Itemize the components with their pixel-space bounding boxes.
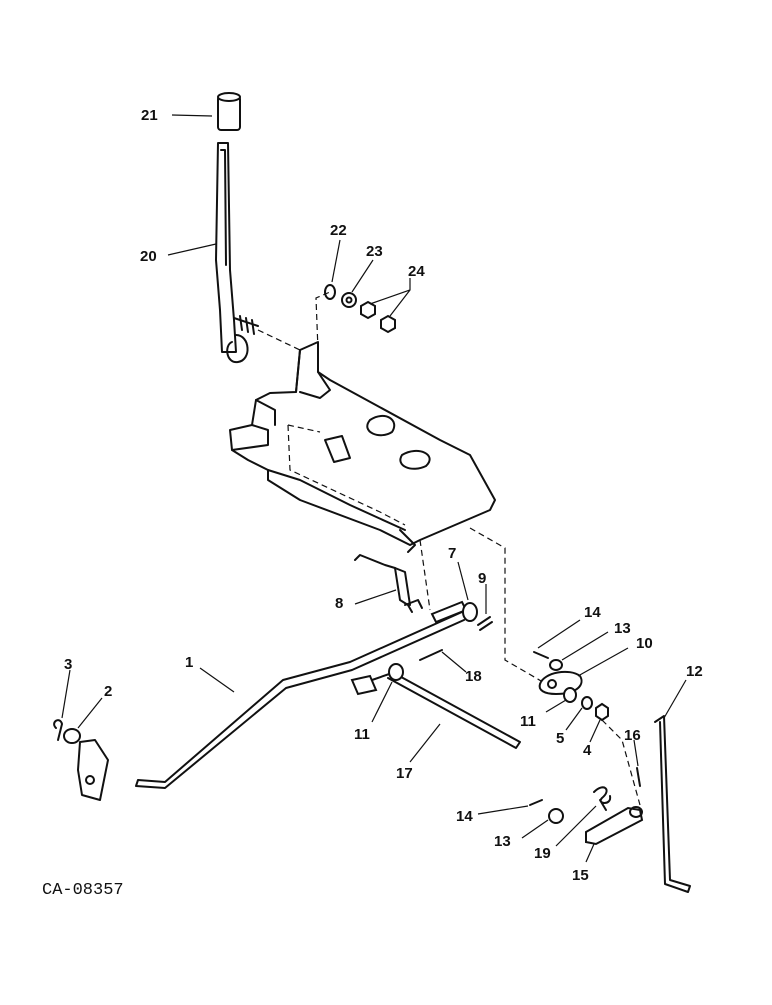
part-22-washer — [324, 284, 336, 300]
part-3-pin — [53, 719, 63, 741]
part-4-nut — [595, 702, 609, 722]
callout-5: 5 — [556, 730, 564, 747]
callout-21: 21 — [141, 107, 158, 124]
callout-9: 9 — [478, 570, 486, 587]
callout-labels: 21 20 22 23 24 7 9 8 14 13 10 12 1 18 3 … — [64, 107, 703, 884]
callout-13-upper: 13 — [614, 620, 631, 637]
part-16-pin — [636, 767, 641, 787]
callout-11-right: 11 — [520, 713, 536, 730]
callout-10: 10 — [636, 635, 653, 652]
part-9-pin — [477, 616, 493, 631]
part-7-washer — [462, 602, 478, 622]
part-11-washer-left — [388, 663, 404, 681]
callout-23: 23 — [366, 243, 383, 260]
callout-4: 4 — [583, 742, 592, 759]
frame-housing — [229, 291, 641, 806]
part-18-pin — [419, 649, 443, 661]
callout-22: 22 — [330, 222, 347, 239]
part-8-bracket — [354, 554, 468, 624]
part-11-washer-right — [563, 687, 577, 703]
callout-8: 8 — [335, 595, 343, 612]
part-5-lockwasher — [581, 696, 593, 710]
callout-24: 24 — [408, 263, 425, 280]
part-15-arm — [585, 806, 644, 846]
callout-7: 7 — [448, 545, 456, 562]
callout-14-upper: 14 — [584, 604, 601, 621]
callout-16: 16 — [624, 727, 641, 744]
callout-1: 1 — [185, 654, 193, 671]
callout-20: 20 — [140, 248, 157, 265]
callout-2: 2 — [104, 683, 112, 700]
part-14-pin-lower — [529, 799, 543, 806]
callout-11-left: 11 — [354, 726, 370, 743]
callout-18: 18 — [465, 668, 482, 685]
callout-13-lower: 13 — [494, 833, 511, 850]
callout-3: 3 — [64, 656, 72, 673]
leader-lines — [61, 114, 687, 863]
part-1-rod — [135, 611, 465, 789]
callout-15: 15 — [572, 867, 589, 884]
part-23-washer — [341, 292, 357, 308]
part-17-shaft — [350, 671, 521, 749]
callout-17: 17 — [396, 765, 413, 782]
part-19-spring — [593, 786, 612, 811]
callout-12: 12 — [686, 663, 703, 680]
callout-14-lower: 14 — [456, 808, 473, 825]
part-13-washer-upper — [549, 659, 563, 671]
part-14-pin-upper — [533, 651, 549, 659]
part-2-plate — [63, 728, 109, 801]
callout-19: 19 — [534, 845, 551, 862]
part-21-grip — [217, 92, 241, 131]
part-24-nuts — [360, 300, 396, 334]
part-13-washer-lower — [548, 808, 564, 824]
part-12-rod — [654, 715, 691, 893]
part-20-control-lever — [215, 142, 259, 364]
drawing-id: CA-08357 — [42, 881, 124, 900]
